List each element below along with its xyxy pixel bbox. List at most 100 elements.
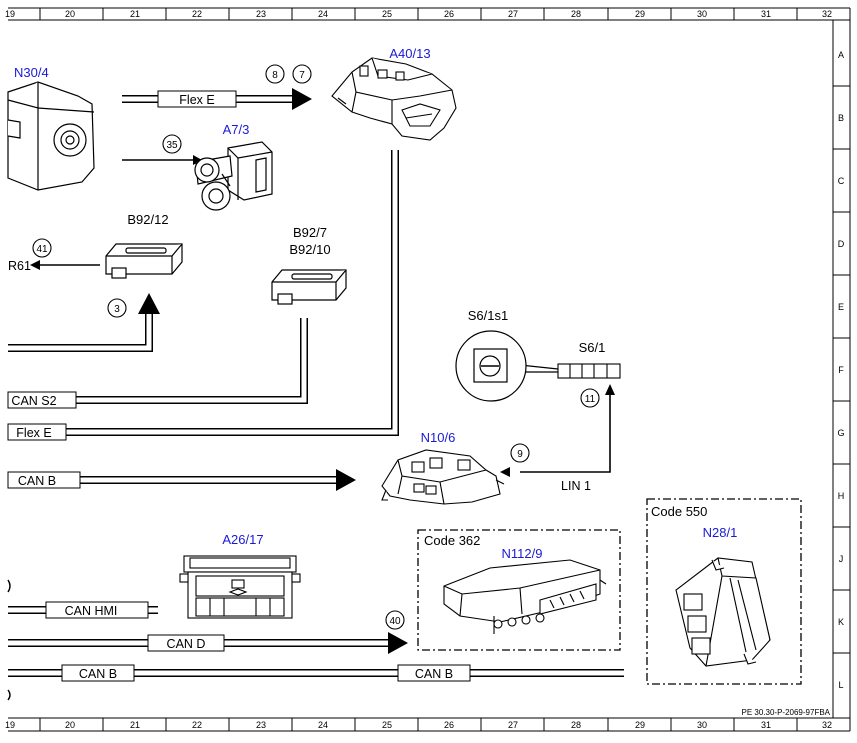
label-s6-1: S6/1: [579, 340, 606, 355]
col-bottom-29: 29: [635, 720, 645, 730]
column-ticks: [39, 8, 798, 731]
col-top-19: 19: [5, 9, 15, 19]
row-g: G: [837, 428, 844, 438]
col-top-26: 26: [444, 9, 454, 19]
col-bottom-28: 28: [571, 720, 581, 730]
marker-9: [510, 443, 530, 463]
arrowhead-b92-12: [138, 293, 160, 314]
label-flex-e-left: Flex E: [16, 426, 51, 440]
col-top-25: 25: [382, 9, 392, 19]
marker-35: [162, 134, 182, 154]
marker-7: [292, 64, 312, 84]
col-top-29: 29: [635, 9, 645, 19]
arrowheads: [30, 88, 615, 654]
col-bottom-20: 20: [65, 720, 75, 730]
row-a: A: [838, 50, 844, 60]
col-bottom-32: 32: [822, 720, 832, 730]
col-top-23: 23: [256, 9, 266, 19]
label-can-b-bottom-left: CAN B: [79, 667, 117, 681]
col-top-22: 22: [192, 9, 202, 19]
label-b92-10: B92/10: [289, 242, 330, 257]
reference-code: PE 30.30-P-2069-97FBA: [742, 708, 831, 717]
row-b: B: [838, 113, 844, 123]
marker-3-text: 3: [114, 304, 120, 315]
col-top-31: 31: [761, 9, 771, 19]
col-top-24: 24: [318, 9, 328, 19]
label-box-can-d: [147, 634, 225, 652]
col-bottom-21: 21: [130, 720, 140, 730]
row-k: K: [838, 617, 844, 627]
arrowhead-r61: [30, 260, 40, 270]
bus-labels: Flex E CAN S2 Flex E CAN B CAN HMI CAN D…: [7, 90, 591, 682]
n112-9-module-icon: [443, 559, 607, 634]
label-s6-1s1: S6/1s1: [468, 308, 508, 323]
label-n112-9: N112/9: [502, 546, 543, 561]
label-lin-1: LIN 1: [561, 479, 591, 493]
bottom-ruler: 19 20 21 22 23 24 25 26 27 28 29 30 31 3…: [5, 720, 832, 730]
label-box-can-s2: [7, 391, 77, 409]
row-l: L: [838, 680, 843, 690]
label-r61: R61: [8, 259, 31, 273]
label-a40-13: A40/13: [389, 46, 430, 61]
n30-4-unit-icon: [7, 81, 95, 191]
col-bottom-22: 22: [192, 720, 202, 730]
col-top-20: 20: [65, 9, 75, 19]
marker-41-text: 41: [36, 244, 48, 255]
col-bottom-25: 25: [382, 720, 392, 730]
wire-flex-e-left: [8, 150, 399, 436]
label-n30-4: N30/4: [14, 65, 49, 80]
marker-8-text: 8: [272, 70, 278, 81]
s6-1-connector-icon: [557, 363, 621, 379]
code-362-box: [417, 529, 621, 651]
code-362-label: Code 362: [424, 533, 480, 548]
marker-7-text: 7: [299, 70, 305, 81]
a40-13-module-icon: [331, 57, 457, 141]
s6-1s1-switch-icon: [455, 330, 559, 402]
a7-3-valve-icon: [194, 141, 273, 211]
n28-1-module-icon: [675, 557, 771, 667]
component-labels: N30/4 A7/3 A40/13 B92/12 B92/7 B92/10 S6…: [14, 46, 737, 561]
markers: [32, 64, 600, 630]
col-top-28: 28: [571, 9, 581, 19]
label-box-flex-e-left: [7, 423, 67, 441]
label-can-b-bottom-right: CAN B: [415, 667, 453, 681]
col-top-32: 32: [822, 9, 832, 19]
wire-can-s2: [8, 318, 308, 404]
label-can-hmi: CAN HMI: [65, 604, 118, 618]
marker-11: [580, 388, 600, 408]
marker-numbers: 8 7 35 41 3 11 9 40: [36, 70, 595, 627]
label-a7-3: A7/3: [223, 122, 250, 137]
arrowhead-lin-1: [500, 467, 510, 477]
row-f: F: [838, 365, 844, 375]
marker-40: [385, 610, 405, 630]
label-n10-6: N10/6: [421, 430, 456, 445]
label-box-flex-e-top: [157, 90, 237, 108]
wire-arc-1: [7, 579, 11, 593]
n10-6-module-icon: [381, 449, 505, 505]
marker-3: [107, 298, 127, 318]
arrowhead-can-d: [388, 632, 408, 654]
wire-arc-2: [7, 689, 11, 701]
label-box-can-hmi: [45, 601, 149, 619]
col-bottom-27: 27: [508, 720, 518, 730]
marker-8: [265, 64, 285, 84]
row-ticks: [833, 85, 850, 654]
label-box-can-b-mid: [7, 471, 81, 489]
label-a26-17: A26/17: [222, 532, 263, 547]
label-b92-7: B92/7: [293, 225, 327, 240]
code-550-label: Code 550: [651, 504, 707, 519]
label-can-b-mid: CAN B: [18, 474, 56, 488]
a26-17-unit-icon: [179, 555, 301, 619]
col-top-30: 30: [697, 9, 707, 19]
row-e: E: [838, 302, 844, 312]
marker-35-text: 35: [166, 140, 178, 151]
arrowhead-can-b: [336, 469, 356, 491]
label-box-can-b-bottom-right: [397, 664, 471, 682]
label-can-d: CAN D: [167, 637, 206, 651]
col-bottom-31: 31: [761, 720, 771, 730]
col-top-21: 21: [130, 9, 140, 19]
row-j: J: [839, 554, 844, 564]
label-n28-1: N28/1: [703, 525, 738, 540]
